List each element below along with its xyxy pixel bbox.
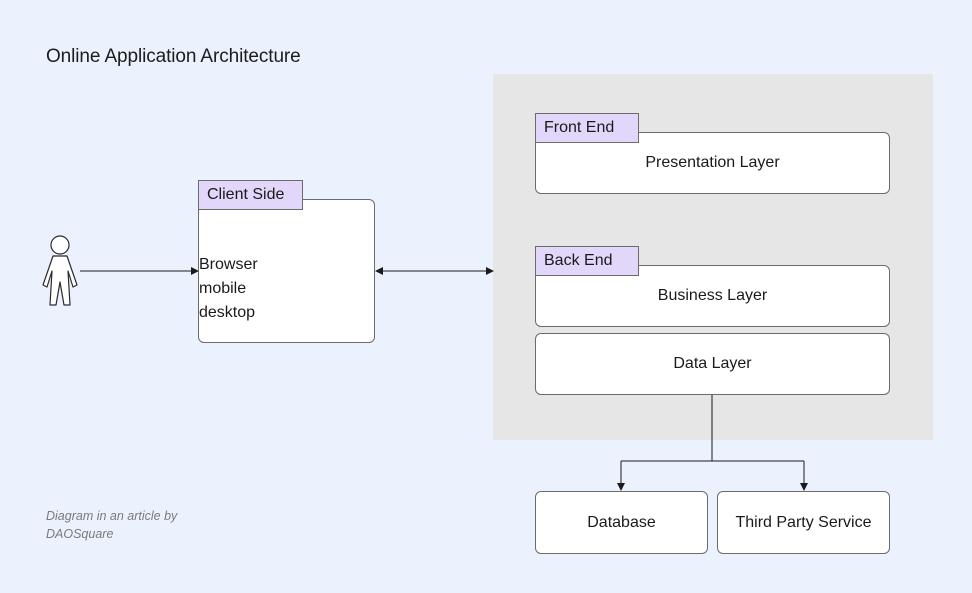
business-layer-label: Business Layer xyxy=(657,287,768,304)
business-layer-box: Business Layer xyxy=(535,265,890,327)
third-party-service-label: Third Party Service xyxy=(735,513,872,531)
client-mobile-text: mobile xyxy=(199,280,247,297)
client-browser-text: Browser xyxy=(199,256,258,273)
third-party-service-box: Third Party Service xyxy=(717,491,890,554)
data-to-storage-connector xyxy=(617,395,808,491)
data-layer-label: Data Layer xyxy=(673,355,752,372)
client-box: Browser mobile desktop xyxy=(198,199,375,343)
database-label: Database xyxy=(587,513,656,531)
client-side-tag: Client Side xyxy=(198,180,303,210)
diagram-caption: Diagram in an article by DAOSquare xyxy=(46,507,226,543)
database-box: Database xyxy=(535,491,708,554)
front-end-tag: Front End xyxy=(535,113,639,143)
user-icon xyxy=(42,235,78,306)
client-desktop-text: desktop xyxy=(199,304,256,321)
presentation-layer-label: Presentation Layer xyxy=(645,154,780,171)
data-layer-box: Data Layer xyxy=(535,333,890,395)
caption-line-1: Diagram in an article by xyxy=(46,509,178,523)
caption-line-2: DAOSquare xyxy=(46,527,114,541)
diagram-title: Online Application Architecture xyxy=(46,46,301,67)
back-end-tag: Back End xyxy=(535,246,639,276)
